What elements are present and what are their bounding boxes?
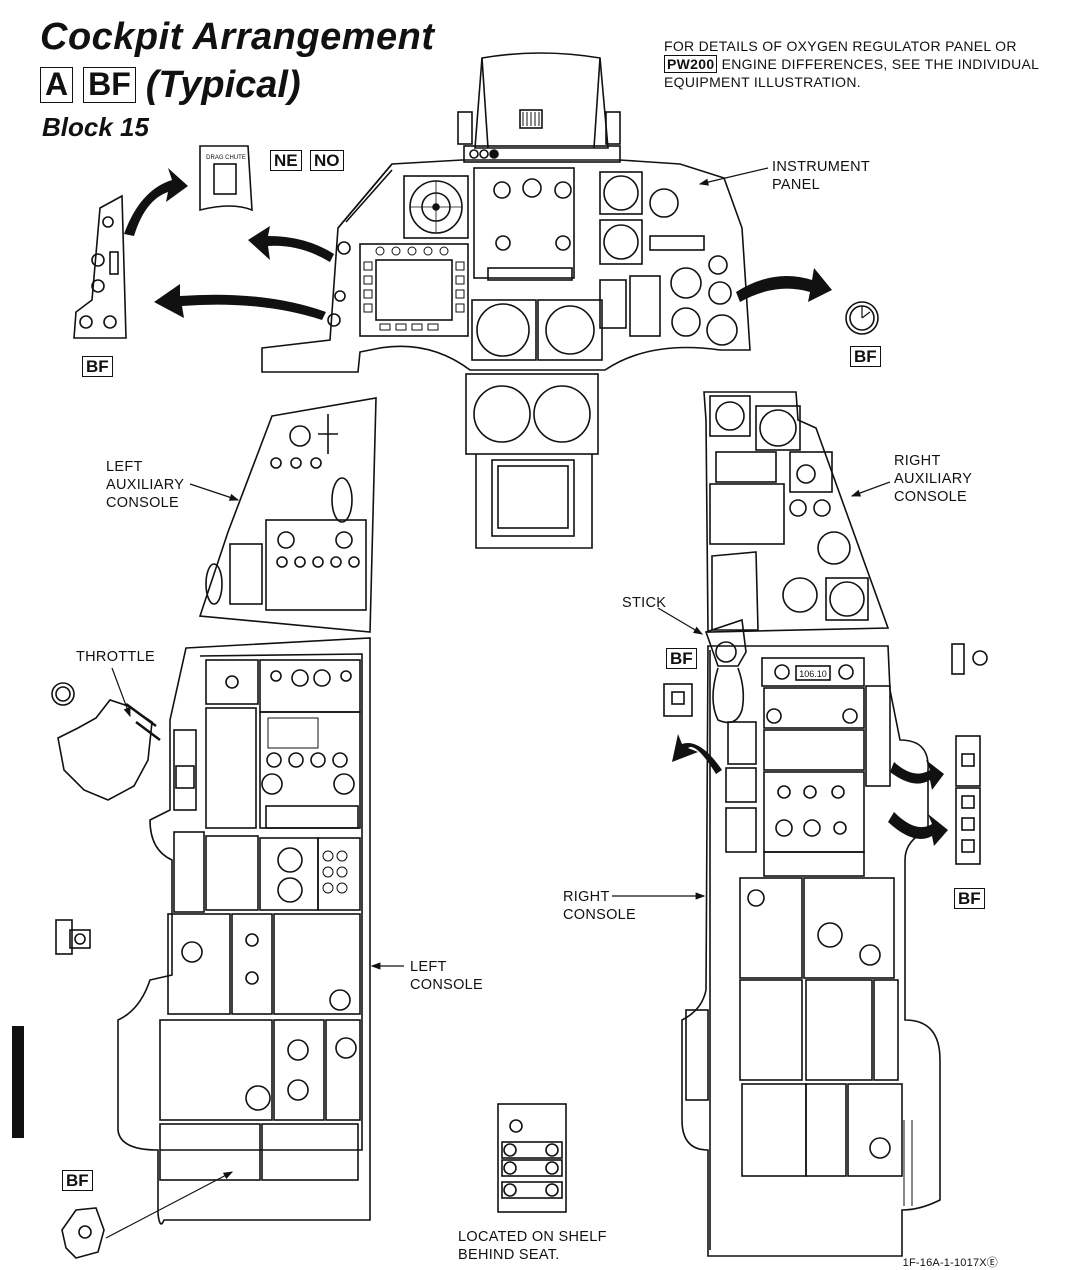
version-tag-ne: NE xyxy=(270,150,302,171)
left-console-drawing xyxy=(117,637,371,1225)
left-inset-panels: DRAG CHUTE xyxy=(73,145,253,339)
right-aux-console-drawing xyxy=(703,391,890,633)
curved-arrow-icon xyxy=(154,284,326,320)
right-inset-panels xyxy=(663,301,988,865)
drag-chute-label: DRAG CHUTE xyxy=(206,155,246,161)
version-tag-bf-right-console: BF xyxy=(954,888,985,909)
label-instrument-panel: INSTRUMENT PANEL xyxy=(772,159,871,193)
curved-arrow-icon xyxy=(890,760,944,790)
version-tag-no: NO xyxy=(310,150,344,171)
left-aux-console-drawing xyxy=(198,397,377,633)
label-throttle: THROTTLE xyxy=(76,649,155,665)
hud-unit xyxy=(457,52,621,163)
version-tag-bf-stick: BF xyxy=(666,648,697,669)
title-line-2: A BF (Typical) xyxy=(40,66,301,104)
revision-bar xyxy=(12,1026,24,1138)
label-left-aux-console: LEFT AUXILIARY CONSOLE xyxy=(106,459,185,511)
shelf-panel xyxy=(497,1103,567,1213)
curved-arrow-icon xyxy=(888,812,948,846)
freq-display: 106.10 xyxy=(799,669,827,679)
curved-arrow-icon xyxy=(672,734,722,774)
label-right-aux-console: RIGHT AUXILIARY CONSOLE xyxy=(894,453,973,505)
stick-drawing xyxy=(704,618,747,724)
version-tag-a: A xyxy=(40,67,74,103)
label-shelf-location: LOCATED ON SHELF BEHIND SEAT. xyxy=(458,1229,607,1263)
note-text-1: FOR DETAILS OF OXYGEN REGULATOR PANEL OR xyxy=(664,38,1017,54)
version-tag-bf-clock: BF xyxy=(850,346,881,367)
throttle-drawing xyxy=(51,682,161,801)
leader-lines xyxy=(105,167,891,1239)
center-pedestal xyxy=(465,373,599,549)
curved-arrow-icon xyxy=(736,268,832,302)
version-tag-bf-left-inset: BF xyxy=(82,356,113,377)
curved-arrow-icon xyxy=(248,226,334,262)
page-title: Cockpit Arrangement xyxy=(40,16,435,58)
version-tag-bf-left-console: BF xyxy=(62,1170,93,1191)
note-text-2: ENGINE DIFFERENCES, SEE THE INDIVIDUAL E… xyxy=(664,56,1039,90)
label-stick: STICK xyxy=(622,595,667,611)
label-left-console: LEFT CONSOLE xyxy=(410,959,484,993)
callout-arrows xyxy=(124,168,948,846)
figure-id: 1F-16A-1-1017XⒺ xyxy=(902,1257,998,1269)
details-note: FOR DETAILS OF OXYGEN REGULATOR PANEL OR… xyxy=(664,37,1044,91)
curved-arrow-icon xyxy=(124,168,188,236)
version-tag-bf: BF xyxy=(83,67,136,103)
engine-tag-pw200: PW200 xyxy=(664,55,718,73)
right-console-drawing: 106.10 xyxy=(681,645,941,1257)
left-small-insets xyxy=(55,919,105,1259)
title-suffix: (Typical) xyxy=(145,64,301,106)
block-subtitle: Block 15 xyxy=(42,112,149,142)
instrument-panel xyxy=(261,159,751,373)
label-right-console: RIGHT CONSOLE xyxy=(563,889,637,923)
